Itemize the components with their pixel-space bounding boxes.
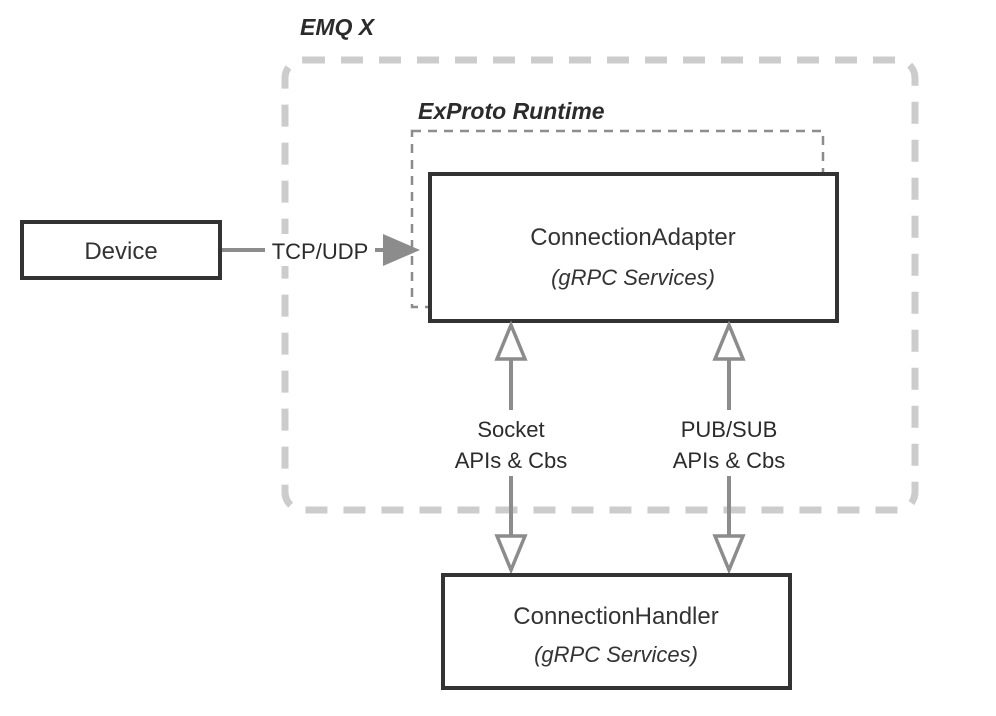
pubsub-label-line2: APIs & Cbs: [673, 448, 785, 473]
tcp-udp-label-backdrop: [265, 234, 375, 266]
connection-handler-box[interactable]: [441, 573, 792, 690]
node-device[interactable]: Device: [20, 220, 222, 280]
pubsub-label-line1: PUB/SUB: [681, 417, 778, 442]
socket-arrowhead-down-icon: [494, 534, 528, 575]
connection-handler-title: ConnectionHandler: [513, 603, 718, 630]
group-emqx: EMQ X: [281, 14, 919, 514]
pubsub-label-backdrop: [655, 410, 805, 476]
socket-label-line1: Socket: [477, 417, 544, 442]
pubsub-arrowhead-down-icon: [712, 534, 746, 575]
emqx-group-label: EMQ X: [300, 14, 376, 40]
edge-socket-apis: Socket APIs & Cbs: [443, 320, 579, 575]
connection-adapter-subtitle: (gRPC Services): [551, 265, 715, 290]
edge-pubsub-apis: PUB/SUB APIs & Cbs: [655, 320, 805, 575]
connection-adapter-title: ConnectionAdapter: [530, 224, 735, 251]
edge-device-to-adapter: TCP/UDP: [220, 234, 420, 266]
socket-label-line2: APIs & Cbs: [455, 448, 567, 473]
tcp-udp-arrowhead-icon: [383, 234, 420, 266]
tcp-udp-label: TCP/UDP: [272, 239, 369, 264]
device-label: Device: [84, 238, 157, 265]
device-box[interactable]: [20, 220, 222, 280]
node-connection-handler[interactable]: ConnectionHandler (gRPC Services): [441, 573, 792, 690]
socket-label-backdrop: [443, 410, 579, 476]
connection-handler-subtitle: (gRPC Services): [534, 642, 698, 667]
connection-adapter-box[interactable]: [428, 172, 839, 323]
node-connection-adapter[interactable]: ConnectionAdapter (gRPC Services): [428, 172, 839, 323]
exproto-group-label: ExProto Runtime: [418, 98, 605, 124]
socket-arrowhead-up-icon: [494, 320, 528, 361]
pubsub-arrowhead-up-icon: [712, 320, 746, 361]
